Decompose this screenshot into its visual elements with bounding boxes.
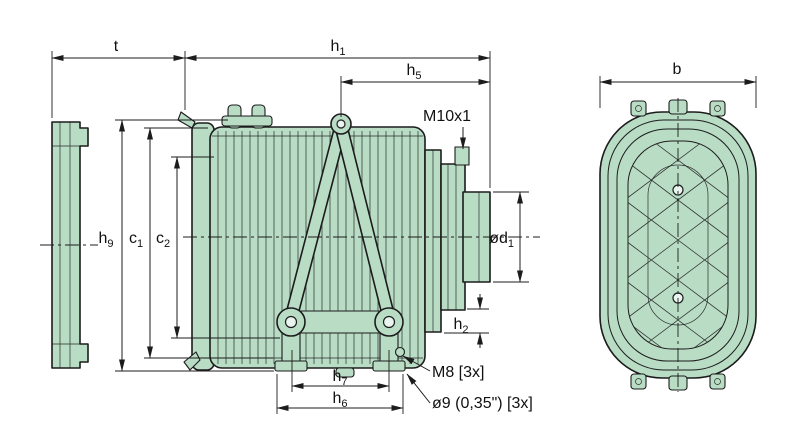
- dim-label-h9: h9: [98, 230, 113, 250]
- leader-line: [402, 355, 431, 372]
- dim-label-c1: c1: [129, 230, 143, 250]
- dim-label-h7: h7: [332, 368, 347, 388]
- dim-dia9: ø9 (0,35") [3x]: [406, 373, 533, 412]
- end-clamp-top-left: [630, 100, 647, 117]
- end-clamp-top-right: [709, 100, 726, 117]
- dim-d1: ød1: [489, 191, 529, 283]
- end-view-ring-1: [607, 119, 749, 371]
- end-clamp-screw-tl: [635, 105, 642, 112]
- dim-label-h5: h5: [406, 62, 421, 82]
- bracket-foot-left: [281, 332, 301, 364]
- dim-label-c2: c2: [156, 230, 170, 250]
- top-clamp-bar: [221, 115, 273, 127]
- dim-c1: c1: [129, 127, 273, 359]
- dim-label-h6: h6: [332, 390, 347, 410]
- dim-label-h1: h1: [330, 38, 345, 58]
- end-view: [599, 98, 757, 392]
- dim-h9: h9: [98, 119, 274, 372]
- bracket-boss-left-hole: [284, 315, 298, 329]
- end-clamp-bottom-right: [709, 373, 726, 390]
- dim-h1: h1: [184, 38, 491, 188]
- foot-pad-left: [274, 360, 308, 372]
- m10-stud: [454, 146, 470, 166]
- dim-h6: h6: [276, 374, 404, 414]
- dim-h2: h2: [444, 294, 489, 348]
- dim-label-d1: ød1: [489, 230, 514, 250]
- main-side-view: [177, 104, 540, 378]
- outlet-detail-lines: [432, 150, 480, 332]
- dim-m8: M8 [3x]: [402, 355, 484, 381]
- bracket-boss-right-hole: [382, 315, 396, 329]
- dim-label-dia9: ø9 (0,35") [3x]: [432, 395, 533, 412]
- dim-c2: c2: [156, 156, 280, 339]
- dim-b: b: [599, 61, 757, 108]
- end-clamp-screw-br: [714, 378, 721, 385]
- dim-label-b: b: [673, 61, 682, 78]
- end-clamp-bottom-left: [630, 373, 647, 390]
- m8-bolt-stud: [394, 346, 406, 358]
- dimensions: t h1 h5 M10x1 h9 c1: [51, 38, 757, 414]
- bracket-apex-hole: [336, 119, 346, 129]
- dim-label-t: t: [114, 38, 119, 55]
- end-clamp-screw-tr: [714, 105, 721, 112]
- dim-label-h2: h2: [453, 316, 468, 336]
- dim-m10: M10x1: [423, 108, 471, 150]
- bottom-latch-hook: [183, 351, 201, 371]
- dim-label-m10: M10x1: [423, 108, 471, 125]
- side-profile-view: [40, 121, 98, 369]
- dim-label-m8: M8 [3x]: [432, 364, 484, 381]
- drain-nozzle: [335, 367, 355, 378]
- dim-h5: h5: [340, 62, 491, 117]
- dim-h7: h7: [291, 350, 390, 392]
- dim-t: t: [51, 38, 186, 118]
- mounting-bracket: [274, 113, 406, 372]
- end-clamp-screw-bl: [635, 378, 642, 385]
- leader-line: [406, 373, 431, 404]
